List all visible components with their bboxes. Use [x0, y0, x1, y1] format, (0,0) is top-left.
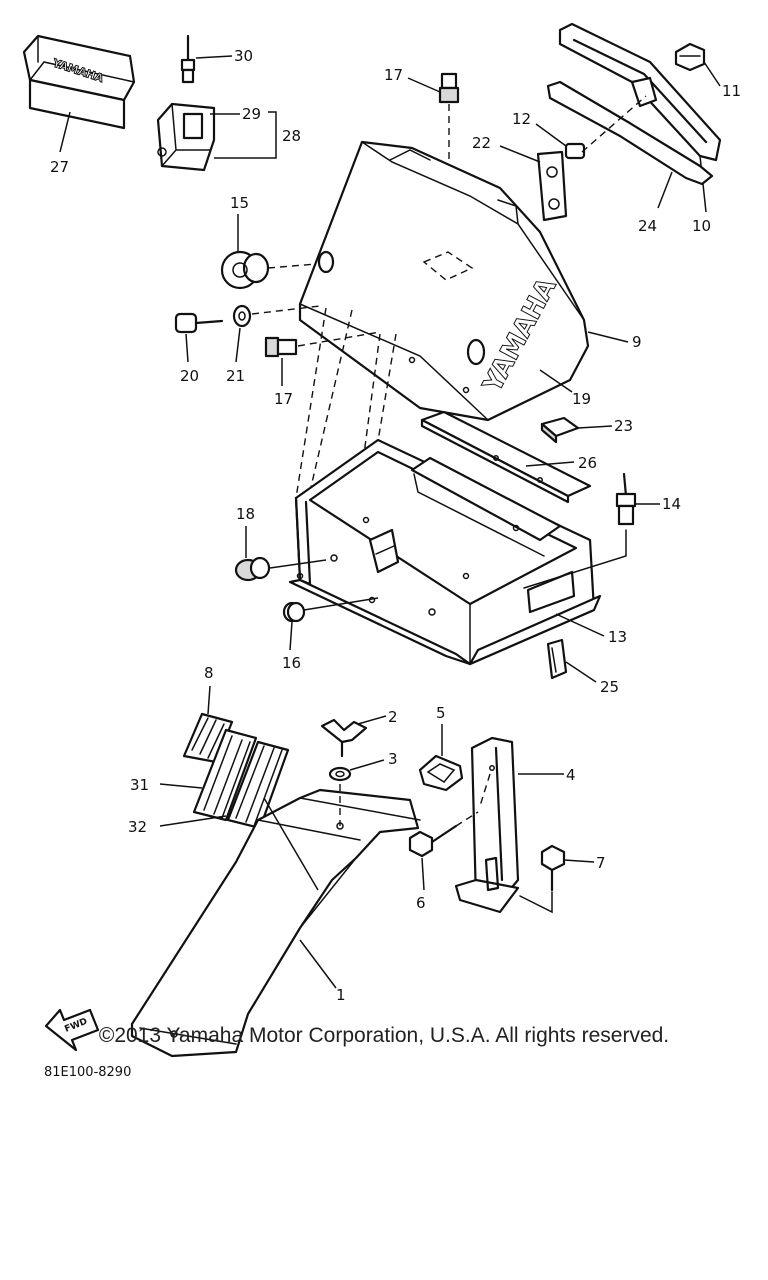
callout-30: 30 — [234, 47, 253, 65]
callout-23: 23 — [614, 417, 633, 435]
callout-11: 11 — [722, 82, 741, 100]
callout-27: 27 — [50, 158, 69, 176]
part-17-top-bolt — [438, 72, 460, 104]
part-4-bracket — [454, 736, 520, 914]
callout-9: 9 — [632, 333, 642, 351]
callout-7: 7 — [596, 854, 606, 872]
callout-3: 3 — [388, 750, 398, 768]
part-18-grommet — [234, 556, 271, 582]
part-13-tray — [288, 438, 602, 666]
callout-12: 12 — [512, 110, 531, 128]
callout-17-side: 17 — [274, 390, 293, 408]
part-11-bulb — [674, 42, 706, 72]
part-32-pad — [226, 740, 290, 830]
part-27-cover: YAMAHA — [22, 34, 136, 130]
part-12-nut — [564, 142, 586, 160]
part-28-bracket — [156, 102, 216, 172]
callout-8: 8 — [204, 664, 214, 682]
callout-13: 13 — [608, 628, 627, 646]
callout-1: 1 — [336, 986, 346, 1004]
fwd-arrow-icon: FWD — [44, 1008, 100, 1052]
callout-20: 20 — [180, 367, 199, 385]
callout-10: 10 — [692, 217, 711, 235]
callout-17-top: 17 — [384, 66, 403, 84]
part-10-holder — [558, 22, 722, 162]
callout-18: 18 — [236, 505, 255, 523]
callout-14: 14 — [662, 495, 681, 513]
callout-24: 24 — [638, 217, 657, 235]
callout-6: 6 — [416, 894, 426, 912]
part-2-wing-bolt — [320, 718, 368, 758]
part-25-clip — [546, 638, 568, 680]
callout-4: 4 — [566, 766, 576, 784]
callout-5: 5 — [436, 704, 446, 722]
drawing-number: 81E100-8290 — [44, 1065, 131, 1080]
parts-diagram: YAMAHA 27 30 29 28 17 10 24 — [22, 22, 741, 1080]
part-26-strip — [420, 410, 592, 504]
part-9-case: YAMAHA — [298, 140, 590, 422]
callout-31: 31 — [130, 776, 149, 794]
callout-19: 19 — [572, 390, 591, 408]
copyright-notice: ©2013 Yamaha Motor Corporation, U.S.A. A… — [98, 1024, 670, 1047]
callout-29: 29 — [242, 105, 261, 123]
part-16-bushing — [282, 601, 306, 623]
part-1-bracket — [130, 788, 421, 1058]
part-3-washer — [328, 766, 352, 782]
part-5-grommet — [418, 754, 464, 792]
part-17-side-bolt — [264, 336, 298, 358]
callout-25: 25 — [600, 678, 619, 696]
callout-22: 22 — [472, 134, 491, 152]
callout-15: 15 — [230, 194, 249, 212]
part-6-bolt — [408, 824, 458, 858]
part-14-stud — [615, 472, 637, 526]
part-22-plate — [536, 150, 568, 222]
part-15-grommet — [220, 250, 270, 290]
part-21-washer — [232, 304, 252, 328]
callout-2: 2 — [388, 708, 398, 726]
part-20-bolt — [174, 312, 224, 334]
callout-26: 26 — [578, 454, 597, 472]
part-23-pad — [540, 416, 580, 444]
callout-16: 16 — [282, 654, 301, 672]
part-24-gasket — [546, 80, 714, 186]
callout-32: 32 — [128, 818, 147, 836]
callout-28: 28 — [282, 127, 301, 145]
callout-21: 21 — [226, 367, 245, 385]
part-30-bolt — [180, 34, 196, 84]
part-7-bolt — [540, 844, 566, 892]
